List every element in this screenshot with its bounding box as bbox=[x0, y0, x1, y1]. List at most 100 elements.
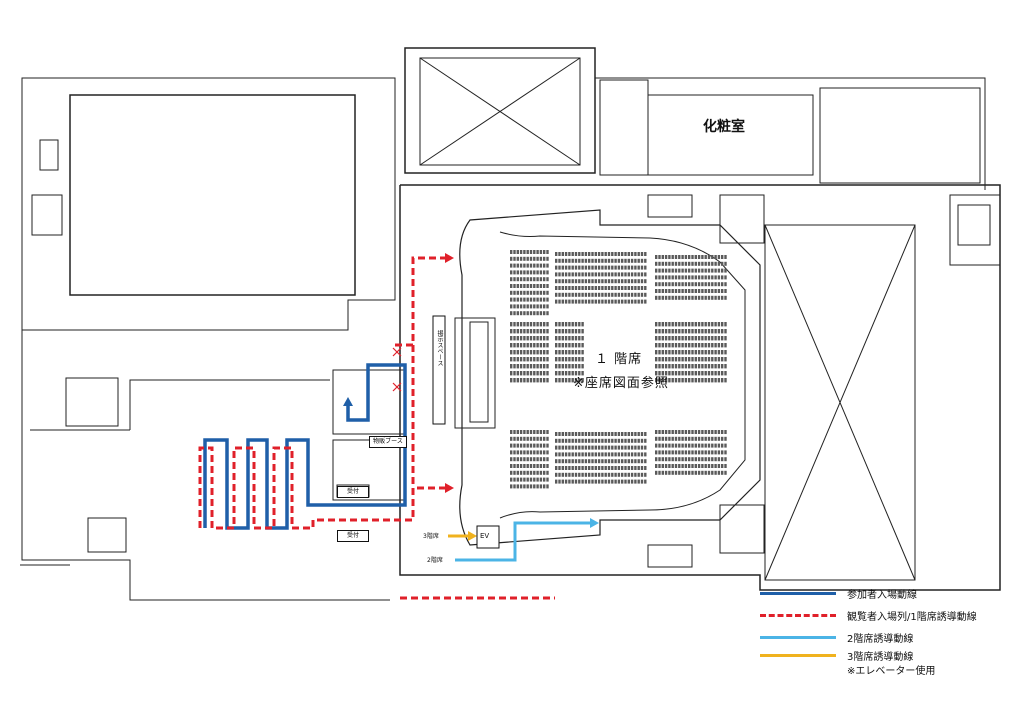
seat bbox=[707, 268, 711, 273]
seat bbox=[678, 378, 681, 383]
seat bbox=[614, 292, 617, 297]
seat bbox=[664, 295, 668, 300]
seat bbox=[519, 329, 523, 334]
seat bbox=[584, 472, 588, 477]
seat bbox=[529, 371, 533, 376]
seat bbox=[714, 261, 717, 266]
seat bbox=[510, 304, 513, 309]
seat bbox=[614, 252, 617, 256]
seat bbox=[539, 378, 543, 383]
seat bbox=[529, 336, 533, 341]
seat bbox=[513, 329, 516, 334]
seat bbox=[717, 343, 721, 348]
seat bbox=[594, 252, 597, 256]
seat bbox=[684, 275, 688, 280]
seat bbox=[624, 279, 627, 284]
seat bbox=[697, 275, 701, 280]
seat bbox=[543, 364, 546, 369]
seat bbox=[614, 445, 617, 450]
seat bbox=[543, 430, 546, 434]
seat bbox=[655, 322, 658, 327]
seat bbox=[644, 452, 647, 457]
seat bbox=[578, 286, 581, 290]
seat bbox=[571, 364, 574, 369]
seat bbox=[591, 272, 594, 277]
seat bbox=[697, 470, 701, 475]
seat bbox=[701, 371, 704, 376]
seat bbox=[533, 336, 536, 341]
seat bbox=[688, 443, 691, 448]
seat bbox=[561, 472, 564, 477]
seat bbox=[658, 268, 661, 273]
seat bbox=[536, 371, 539, 376]
seat bbox=[510, 256, 513, 261]
seat bbox=[724, 436, 727, 441]
seat bbox=[674, 282, 678, 287]
seat bbox=[681, 436, 684, 441]
seat bbox=[571, 322, 574, 327]
seat bbox=[704, 450, 707, 455]
seat bbox=[644, 466, 647, 470]
seat bbox=[574, 292, 578, 297]
seat bbox=[523, 336, 526, 341]
seat bbox=[558, 336, 561, 341]
seat bbox=[627, 272, 630, 277]
seat bbox=[688, 378, 691, 383]
seat bbox=[513, 470, 516, 475]
seat bbox=[724, 329, 727, 334]
seat bbox=[571, 472, 574, 477]
seat bbox=[664, 450, 668, 455]
seat bbox=[691, 371, 694, 376]
seat bbox=[607, 299, 611, 304]
seat bbox=[717, 357, 721, 362]
seat bbox=[588, 279, 591, 284]
seat bbox=[568, 438, 571, 443]
seat bbox=[694, 295, 697, 300]
seat bbox=[601, 292, 604, 297]
seat bbox=[688, 343, 691, 348]
seat bbox=[513, 484, 516, 489]
seat bbox=[617, 432, 621, 436]
seat bbox=[655, 268, 658, 273]
seat bbox=[717, 450, 721, 455]
seat bbox=[564, 265, 568, 270]
seat bbox=[614, 432, 617, 436]
seat bbox=[581, 322, 584, 327]
seat bbox=[684, 430, 688, 434]
seat bbox=[561, 432, 564, 436]
seat bbox=[568, 350, 571, 355]
seat bbox=[711, 275, 714, 280]
seat bbox=[694, 343, 697, 348]
seat bbox=[578, 479, 581, 484]
seat bbox=[640, 452, 644, 457]
seat bbox=[658, 289, 661, 293]
seat bbox=[684, 268, 688, 273]
seat bbox=[637, 279, 640, 284]
seat bbox=[564, 322, 568, 327]
seat bbox=[721, 357, 724, 362]
seat bbox=[510, 263, 513, 268]
elevator-label: EV bbox=[480, 532, 490, 540]
seat bbox=[678, 350, 681, 355]
seat bbox=[671, 470, 674, 475]
seat bbox=[526, 336, 529, 341]
seat bbox=[529, 350, 533, 355]
seat bbox=[539, 484, 543, 489]
seat bbox=[539, 297, 543, 302]
seat bbox=[581, 432, 584, 436]
seat bbox=[694, 443, 697, 448]
seat bbox=[519, 457, 523, 462]
seat bbox=[523, 378, 526, 383]
seat bbox=[711, 350, 714, 355]
seat bbox=[694, 450, 697, 455]
seat bbox=[704, 261, 707, 266]
seat bbox=[510, 329, 513, 334]
legend: 参加者入場動線 観覧者入場列/1階席誘導動線 2階席誘導動線 3階席誘導動線 ※… bbox=[760, 586, 1010, 686]
seat bbox=[510, 297, 513, 302]
seat bbox=[510, 322, 513, 327]
seat bbox=[536, 322, 539, 327]
seat bbox=[688, 282, 691, 287]
seat bbox=[513, 464, 516, 468]
seat bbox=[529, 270, 533, 275]
seat bbox=[584, 299, 588, 304]
